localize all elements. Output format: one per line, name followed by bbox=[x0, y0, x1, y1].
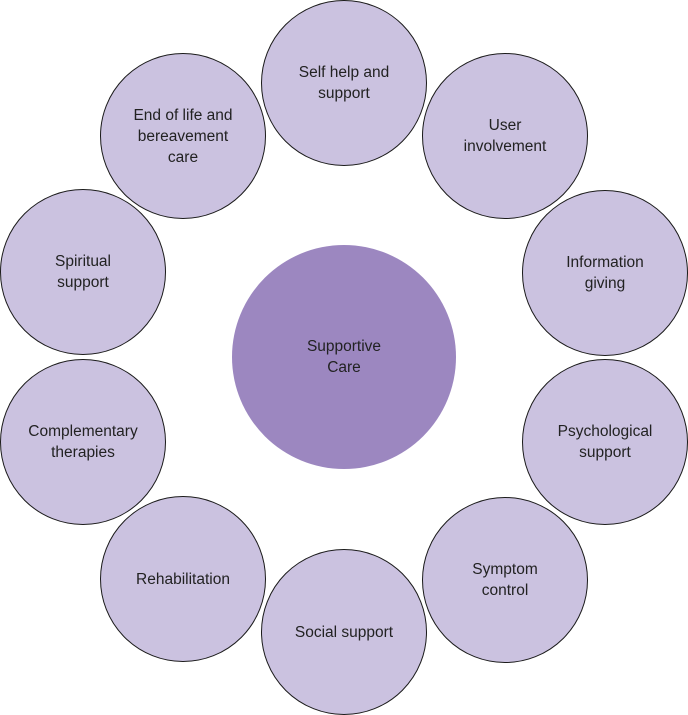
node-label: Information giving bbox=[566, 254, 644, 292]
node-rehabilitation: Rehabilitation bbox=[100, 496, 266, 662]
node-label: Spiritual support bbox=[55, 253, 111, 291]
node-label: End of life and bereavement care bbox=[133, 106, 233, 166]
node-spiritual-support: Spiritual support bbox=[0, 189, 166, 355]
node-label: Self help and support bbox=[298, 64, 390, 102]
node-psychological-support: Psychological support bbox=[522, 359, 688, 525]
node-label: Symptom control bbox=[472, 561, 538, 599]
node-label: Rehabilitation bbox=[136, 570, 230, 588]
node-user-involvement: User involvement bbox=[422, 53, 588, 219]
node-label: Psychological support bbox=[557, 423, 653, 461]
node-complementary-therapies: Complementary therapies bbox=[0, 359, 166, 525]
center-label: Supportive Care bbox=[306, 338, 382, 376]
node-symptom-control: Symptom control bbox=[422, 497, 588, 663]
node-label: Social support bbox=[294, 623, 394, 641]
node-social-support: Social support bbox=[261, 549, 427, 715]
node-label: User involvement bbox=[463, 117, 547, 155]
node-information-giving: Information giving bbox=[522, 190, 688, 356]
center-node-supportive-care: Supportive Care bbox=[232, 245, 456, 469]
node-end-of-life-and-bereavement-care: End of life and bereavement care bbox=[100, 53, 266, 219]
node-label: Complementary therapies bbox=[28, 423, 138, 461]
node-self-help-and-support: Self help and support bbox=[261, 0, 427, 166]
